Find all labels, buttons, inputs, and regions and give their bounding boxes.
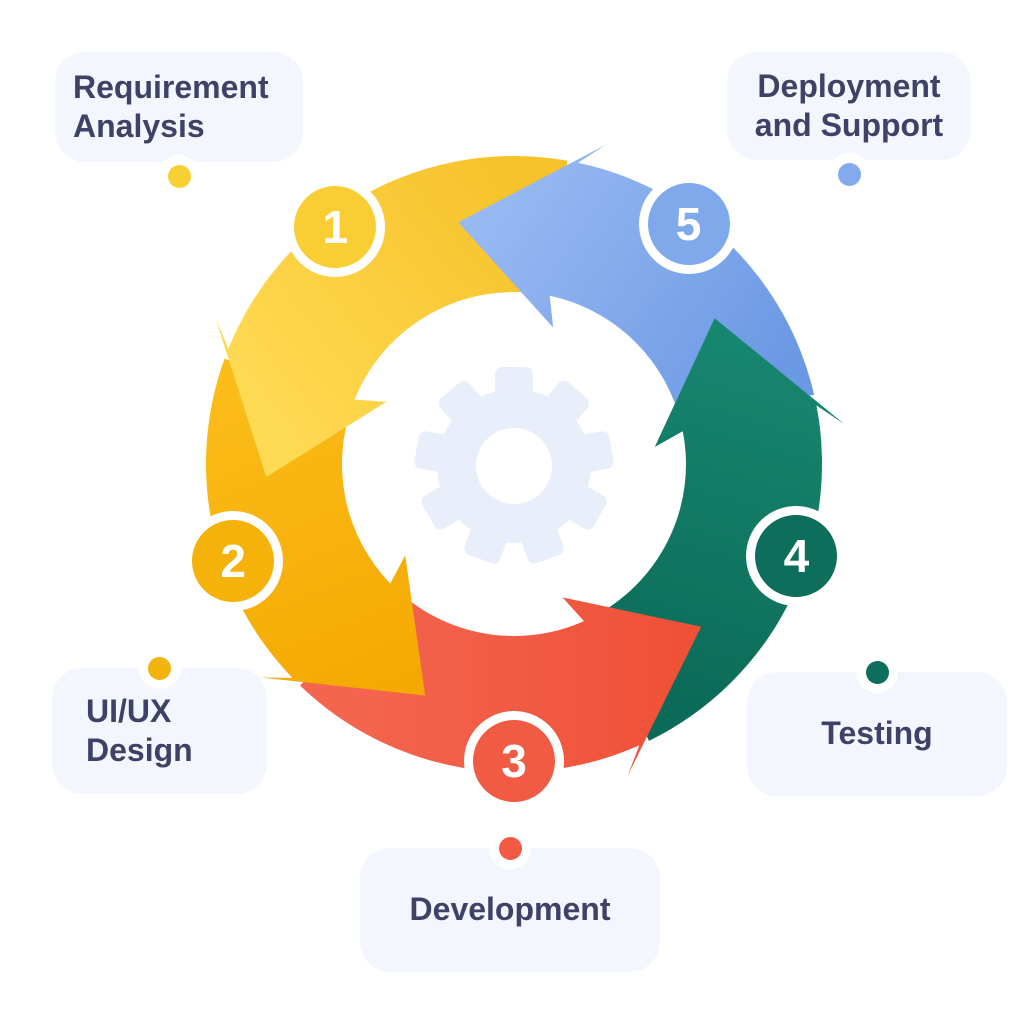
stage-5-number: 5 bbox=[675, 197, 702, 250]
stage-5-label-card: Deployment and Support bbox=[727, 52, 971, 195]
stage-3-badge: 3 bbox=[464, 711, 564, 811]
stage-1-connector-dot bbox=[158, 155, 200, 197]
stage-2-label-line2: Design bbox=[86, 732, 193, 768]
stage-4-number: 4 bbox=[783, 529, 810, 582]
stage-4-connector-dot bbox=[856, 651, 898, 693]
stage-2-badge: 2 bbox=[183, 510, 284, 611]
stage-3-label-card: Development bbox=[360, 827, 660, 972]
gear-icon bbox=[414, 367, 614, 564]
stage-3-number: 3 bbox=[501, 735, 527, 787]
stage-3-connector-dot bbox=[489, 827, 531, 869]
stage-5-badge: 5 bbox=[638, 173, 739, 274]
stage-1-badge: 1 bbox=[285, 176, 386, 277]
stage-4-label: Testing bbox=[821, 715, 933, 752]
stage-4-badge: 4 bbox=[746, 505, 847, 606]
stage-4-arrow bbox=[654, 318, 844, 453]
stage-1-number: 1 bbox=[322, 200, 349, 253]
stage-5-label-line2: and Support bbox=[754, 107, 944, 143]
stage-4-label-card: Testing bbox=[747, 651, 1007, 796]
stage-3-label: Development bbox=[409, 891, 611, 928]
stage-1-label-card: Requirement Analysis bbox=[55, 52, 303, 197]
stage-5-label: Deployment bbox=[757, 67, 941, 104]
stage-5-connector-dot bbox=[828, 153, 870, 195]
stage-2-label: UI/UX bbox=[86, 692, 172, 729]
stage-2-connector-dot bbox=[138, 647, 181, 689]
stage-2-label-card: UI/UX Design bbox=[52, 647, 267, 794]
stage-2-number: 2 bbox=[220, 534, 246, 587]
stage-1-label: Requirement bbox=[73, 68, 269, 105]
stage-1-label-line2: Analysis bbox=[73, 108, 205, 144]
